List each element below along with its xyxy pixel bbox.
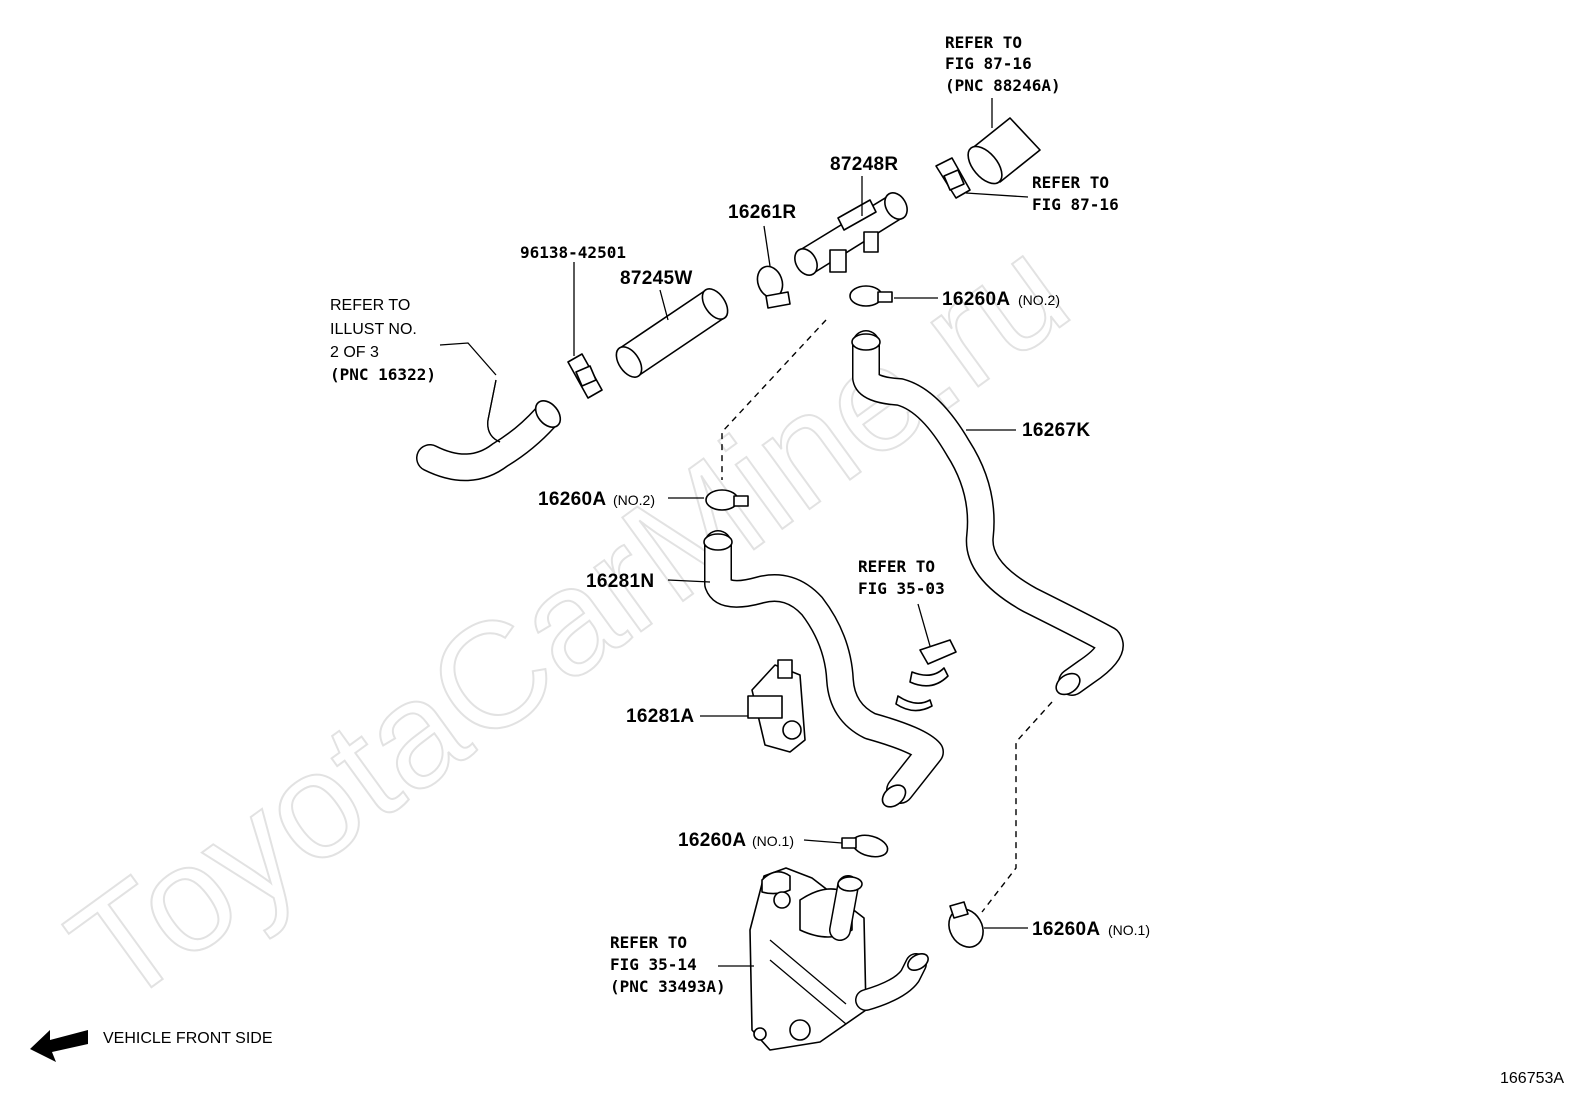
part-16261R-label: 16261R: [728, 202, 796, 223]
ref-top-line2: FIG 87-16: [945, 54, 1032, 73]
ref-top-line3: (PNC 88246A): [945, 76, 1061, 95]
clamp-16260A-top: [849, 285, 893, 307]
part-16260A-top-label: 16260A: [942, 289, 1010, 310]
part-16260A-top-note: (NO.2): [1018, 292, 1060, 308]
hose-16281N: [703, 530, 944, 808]
part-16260A-right-note: (NO.1): [1108, 922, 1150, 938]
clamp-16260A-mid: [705, 489, 749, 511]
ref-left-line4: (PNC 16322): [330, 365, 436, 384]
left-water-pipe: [416, 379, 562, 482]
part-16267K-label: 16267K: [1022, 420, 1090, 441]
part-16260A-low-label: 16260A: [678, 830, 746, 851]
part-16260A-mid-note: (NO.2): [613, 492, 655, 508]
ref-top-line1: REFER TO: [945, 33, 1022, 52]
ref-bottom-line2: FIG 35-14: [610, 955, 697, 974]
vehicle-front-arrow-icon: [30, 1030, 88, 1062]
ref-bottom-line3: (PNC 33493A): [610, 977, 726, 996]
upper-hose-end: [967, 117, 1041, 185]
part-87245W-label: 87245W: [620, 268, 693, 289]
part-16260A-right-label: 16260A: [1032, 919, 1100, 940]
part-16281A-label: 16281A: [626, 706, 694, 727]
vehicle-front-label: VEHICLE FRONT SIDE: [103, 1030, 273, 1047]
clamp-16261R: [756, 265, 791, 309]
part-87248R-label: 87248R: [830, 154, 898, 175]
diagram-number: 166753A: [1500, 1070, 1564, 1087]
clip-96138-42501: [567, 353, 603, 399]
part-16281N-label: 16281N: [586, 571, 654, 592]
ref-clip-line2: FIG 87-16: [1032, 195, 1119, 214]
watermark: ToyotaCarMine.ru: [40, 204, 1096, 1036]
hose-clip-mid-right: [895, 639, 957, 712]
ref-left-line1: REFER TO: [330, 297, 410, 314]
ref-bottom-line1: REFER TO: [610, 933, 687, 952]
ref-left-line3: 2 OF 3: [330, 344, 379, 361]
water-joint-87248R: [794, 192, 908, 276]
ref-mid-right-line1: REFER TO: [858, 557, 935, 576]
hose-16267K: [851, 330, 1124, 696]
ref-left-line2: ILLUST NO.: [330, 321, 417, 338]
bracket-16281A: [747, 659, 806, 753]
clamp-16260A-low: [841, 834, 889, 858]
part-96138-42501-label: 96138-42501: [520, 243, 626, 262]
clamp-16260A-right: [948, 901, 984, 948]
part-16260A-mid-label: 16260A: [538, 489, 606, 510]
ref-mid-right-line2: FIG 35-03: [858, 579, 945, 598]
oil-cooler-assembly: [749, 867, 929, 1051]
part-16260A-low-note: (NO.1): [752, 833, 794, 849]
hose-clip-top-right: [935, 157, 971, 199]
hose-87245W: [615, 288, 729, 378]
ref-clip-line1: REFER TO: [1032, 173, 1109, 192]
